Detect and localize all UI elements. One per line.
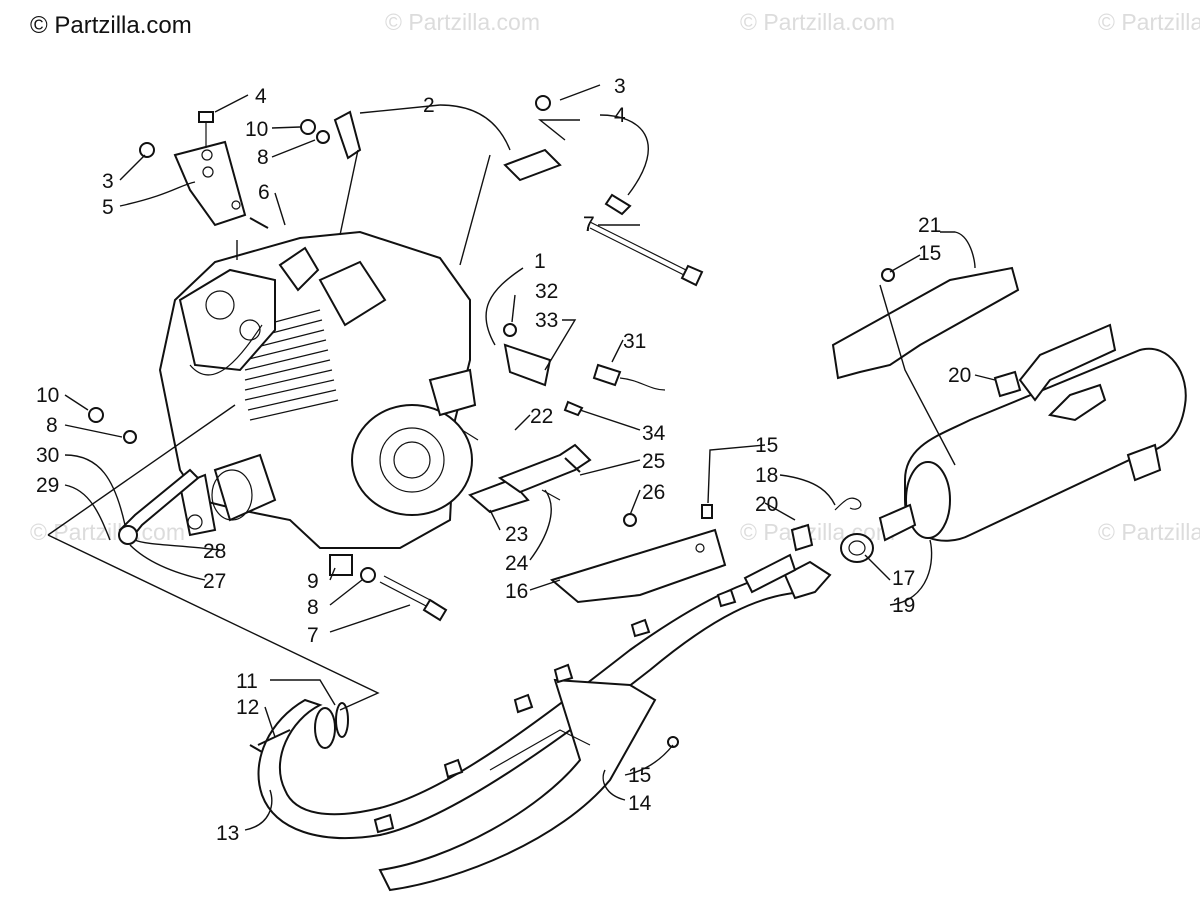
brake-pedal [461, 429, 592, 514]
nut [503, 323, 517, 337]
bolt [249, 217, 269, 229]
callout-label: 28 [203, 540, 226, 563]
exhaust-header-tip [743, 553, 832, 600]
callout-label: 1 [534, 250, 546, 273]
callouts: 1 2 3 4 5 6 7 8 10 3 4 7 21 15 32 33 31 … [36, 75, 971, 845]
washer [360, 567, 376, 583]
screw [701, 504, 713, 519]
engine-mount-link-left [333, 110, 362, 160]
callout-label: 10 [245, 118, 268, 141]
nut [139, 142, 155, 158]
callout-label: 24 [505, 552, 529, 575]
screw [667, 736, 679, 748]
muffler-heat-shield [831, 266, 1020, 380]
callout-label: 11 [236, 670, 258, 693]
bolt [604, 193, 632, 216]
front-mount-bracket [173, 140, 247, 227]
callout-label: 4 [614, 104, 626, 127]
callout-label: 8 [307, 596, 319, 619]
washer [123, 430, 137, 444]
callout-label: 18 [755, 464, 778, 487]
callout-label: 7 [583, 213, 595, 236]
spacer [329, 554, 353, 576]
callout-label: 23 [505, 523, 528, 546]
callout-label: 10 [36, 384, 59, 407]
exhaust-gasket [314, 702, 349, 749]
long-bolt [589, 221, 704, 287]
callout-label: 8 [257, 146, 269, 169]
spring [541, 489, 561, 501]
cylinder-fins [244, 309, 339, 421]
spring [834, 497, 862, 511]
callout-label: 27 [203, 570, 226, 593]
bolt [564, 457, 581, 473]
watermark: © Partzilla.com [1098, 9, 1200, 35]
callout-label: 14 [628, 792, 652, 815]
nut [300, 119, 316, 135]
rear-mount-bracket [503, 343, 552, 387]
callout-label: 34 [642, 422, 666, 445]
shift-linkage [118, 468, 200, 545]
callout-label: 16 [505, 580, 528, 603]
callout-label: 33 [535, 309, 558, 332]
callout-label: 3 [102, 170, 114, 193]
callout-label: 3 [614, 75, 626, 98]
watermark: © Partzilla.com [1098, 519, 1200, 545]
engine-assembly [158, 230, 477, 549]
muffler [904, 323, 1187, 542]
callout-label: 20 [948, 364, 971, 387]
callout-label: 17 [892, 567, 915, 590]
callout-label: 13 [216, 822, 239, 845]
bolt [198, 111, 214, 148]
callout-label: 7 [307, 624, 319, 647]
spark-arrestor-heat-shield [549, 528, 727, 604]
callout-label: 21 [918, 214, 941, 237]
callout-label: 6 [258, 181, 270, 204]
watermark: © Partzilla.com [30, 519, 185, 545]
washer [316, 130, 330, 144]
exhaust-heat-shield [378, 678, 657, 892]
callout-label: 26 [642, 481, 665, 504]
leader-lines [47, 84, 996, 831]
watermark: © Partzilla.com [740, 9, 895, 35]
callout-label: 7 [583, 213, 595, 236]
callout-label: 8 [46, 414, 58, 437]
nut [535, 95, 551, 111]
pipe-clips [373, 588, 737, 834]
callout-label: 25 [642, 450, 665, 473]
callout-label: 4 [255, 85, 267, 108]
watermark: © Partzilla.com [385, 9, 540, 35]
callout-label: 32 [535, 280, 558, 303]
callout-label: 2 [423, 94, 435, 117]
brand-label: © Partzilla.com [30, 12, 192, 39]
callout-label: 19 [892, 594, 915, 617]
muffler-inlet [878, 503, 917, 542]
grommet [790, 523, 814, 552]
screw [563, 400, 584, 417]
sensor [592, 363, 666, 391]
bolt [379, 575, 448, 622]
callout-label: 31 [623, 330, 646, 353]
callout-label: 5 [102, 196, 114, 219]
callout-label: 29 [36, 474, 59, 497]
grommet [993, 370, 1022, 398]
callout-label: 15 [755, 434, 778, 457]
callout-label: 15 [918, 242, 941, 265]
callout-label: 30 [36, 444, 59, 467]
callout-label: 22 [530, 405, 553, 428]
engine-mount-link-right [503, 148, 562, 182]
callout-label: 20 [755, 493, 778, 516]
callout-label: 12 [236, 696, 259, 719]
nut [623, 513, 637, 527]
callout-label: 9 [307, 570, 319, 593]
callout-label: 15 [628, 764, 651, 787]
nut [88, 407, 104, 423]
